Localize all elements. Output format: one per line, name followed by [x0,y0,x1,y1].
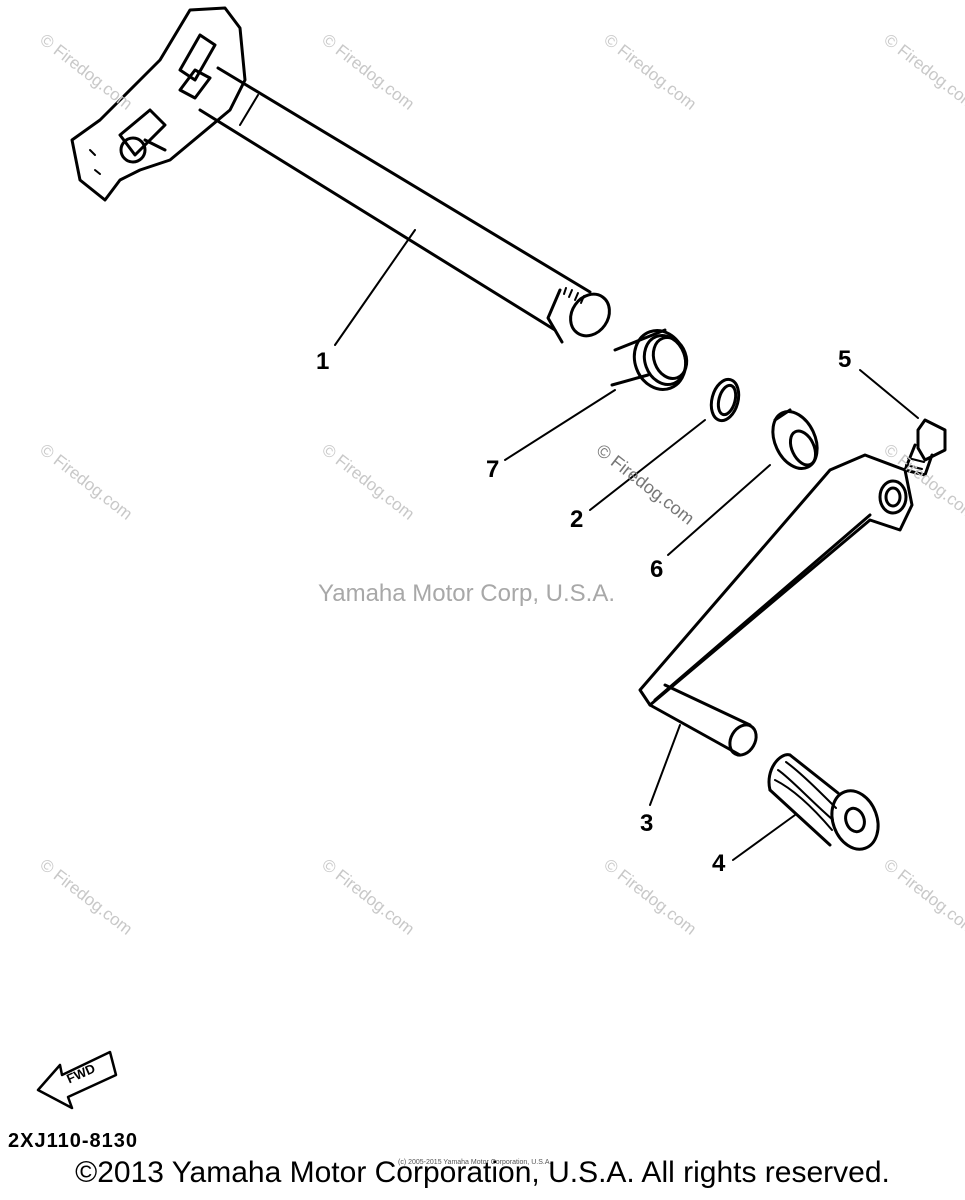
callout-1: 1 [316,348,330,375]
shift-pedal-part-3 [638,453,914,757]
copyright-notice: ©2013 Yamaha Motor Corporation, U.S.A. A… [75,1156,890,1189]
torsion-spring-part-7 [610,328,689,391]
leader-lines [334,229,919,861]
part-code: 2XJ110-8130 [8,1130,139,1152]
callout-4: 4 [712,850,726,877]
pedal-rubber-part-4 [767,753,880,851]
shift-shaft-part-1 [70,6,611,344]
tiny-copyright: (c) 2005-2015 Yamaha Motor Corporation, … [398,1159,552,1166]
watermark-center: Yamaha Motor Corp, U.S.A. [318,580,615,607]
callout-7: 7 [486,456,500,483]
circlip-part-2 [709,377,741,423]
fwd-arrow-icon [36,1050,118,1110]
callout-3: 3 [640,810,654,837]
oil-seal-part-6 [771,408,819,470]
callout-6: 6 [650,556,664,583]
callout-5: 5 [838,346,852,373]
bolt-part-5 [903,418,947,477]
callout-2: 2 [570,506,584,533]
